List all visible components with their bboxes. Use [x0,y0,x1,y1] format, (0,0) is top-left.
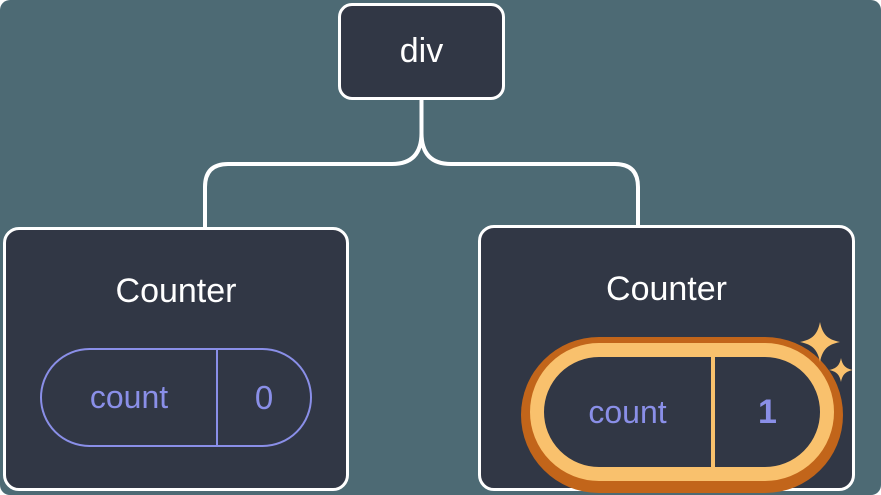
connector-right-branch [419,99,640,227]
counter-node-right: Counter count 1 [478,225,855,491]
component-title: Counter [115,272,237,310]
component-title: Counter [606,270,727,308]
state-name: count [42,350,218,445]
root-node-div: div [338,3,505,100]
state-value: 0 [254,378,274,416]
counter-node-left: Counter count 0 [3,227,349,491]
root-node-label: div [399,32,444,70]
state-name: count [544,357,715,467]
sparkles-icon [800,322,853,382]
state-value: 1 [758,392,777,431]
state-pill: count 0 [40,348,312,447]
state-pill-highlighted: count 1 [530,343,834,481]
connector-left-branch [203,99,424,229]
